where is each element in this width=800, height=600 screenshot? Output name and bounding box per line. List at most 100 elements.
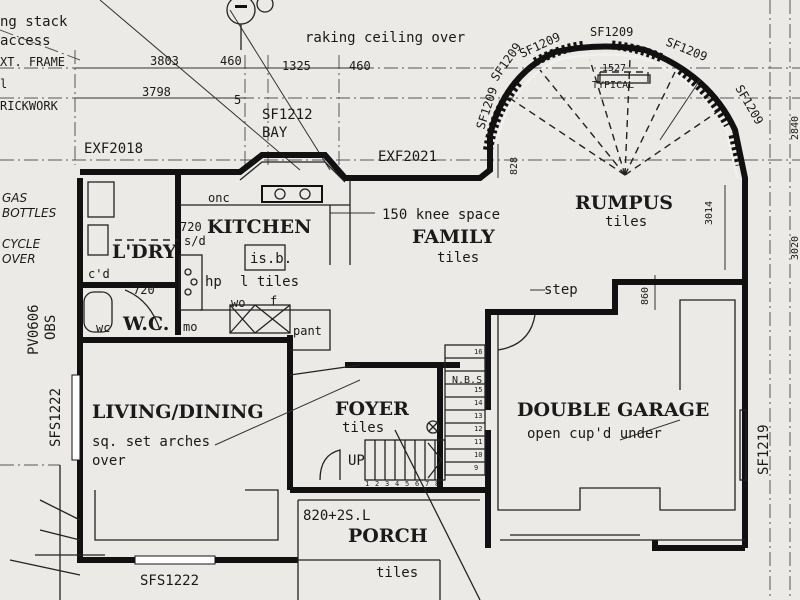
stair-num: 1 xyxy=(365,480,369,488)
handwritten-notes: GAS BOTTLES CYCLE OVER xyxy=(2,191,57,266)
note-brickwork: RICKWORK xyxy=(0,99,59,113)
stair-num: 8 xyxy=(435,480,439,488)
dimension-1325: 1325 xyxy=(282,59,311,73)
stair-num: 7 xyxy=(425,480,429,488)
room-rumpus: RUMPUS xyxy=(575,192,673,214)
stair-num: 14 xyxy=(474,399,482,407)
porch xyxy=(9,465,480,600)
internal-walls xyxy=(80,172,745,493)
family-floor-finish: tiles xyxy=(437,250,479,266)
dimension-860: 860 xyxy=(640,287,651,305)
dimension-460-a: 460 xyxy=(220,54,242,68)
window-sfs1222-bottom: SFS1222 xyxy=(140,573,199,589)
window-sf1209-d: SF1209 xyxy=(590,25,633,39)
room-kitchen: KITCHEN xyxy=(207,216,311,238)
raking-ceiling-lines xyxy=(504,57,721,176)
foyer-floor-finish: tiles xyxy=(342,420,384,436)
living-dining-arches xyxy=(35,364,361,565)
stair-num: 15 xyxy=(474,386,482,394)
dimension-3803: 3803 xyxy=(150,54,179,68)
pantry-label: pant xyxy=(293,324,322,338)
room-porch: PORCH xyxy=(348,525,428,547)
top-left-notes: ng stack access XT. FRAME l RICKWORK xyxy=(0,14,68,113)
porch-floor-finish: tiles xyxy=(376,565,418,581)
leader-lines xyxy=(214,79,701,446)
obs-label: OBS xyxy=(43,315,59,340)
arches-note: sq. set arches xyxy=(92,434,210,450)
step-label: step xyxy=(544,282,578,298)
note-stack: ng stack xyxy=(0,14,68,30)
hand-note-gas: GAS xyxy=(2,191,28,205)
dimension-720: 720 xyxy=(133,283,155,297)
room-living-dining: LIVING/DINING xyxy=(92,401,264,423)
window-exf2021: EXF2021 xyxy=(378,149,437,165)
door-820-label: 820+2S.L xyxy=(303,508,370,524)
garage-note: open cup'd under xyxy=(527,426,662,442)
stair-num: 16 xyxy=(474,348,482,356)
wall-oven-label: wo xyxy=(231,296,245,310)
wc-fixture-label: wc xyxy=(96,321,110,335)
stair-num: 9 xyxy=(474,464,478,472)
dimension-2840: 2840 xyxy=(790,116,800,140)
window-sf1209-f: SF1209 xyxy=(732,83,766,128)
stair-num: 11 xyxy=(474,438,482,446)
knee-space-note: 150 knee space xyxy=(382,207,500,223)
garage-outlines xyxy=(497,299,747,541)
window-pv0606: PV0606 xyxy=(26,304,42,355)
room-wc: W.C. xyxy=(122,313,169,335)
dimension-3014: 3014 xyxy=(704,201,715,225)
nbs-label: N.B.S. xyxy=(452,375,488,386)
note-l: l xyxy=(0,77,7,91)
stairs xyxy=(364,344,486,600)
room-foyer: FOYER xyxy=(335,398,409,420)
stair-num: 4 xyxy=(395,480,399,488)
stair-step-numbers: 1 2 3 4 5 6 7 8 9 10 11 12 13 14 15 16 xyxy=(365,348,482,488)
window-sf1219: SF1219 xyxy=(756,424,772,475)
note-frame: XT. FRAME xyxy=(0,55,65,69)
onc-label: onc xyxy=(208,191,230,205)
stair-num: 10 xyxy=(474,451,482,459)
hand-note-over: OVER xyxy=(2,252,36,266)
kitchen-floor-finish: l tiles xyxy=(240,274,299,290)
north-point-symbol xyxy=(226,0,274,50)
fridge-label: f xyxy=(270,294,277,308)
kitchen-bay-window xyxy=(239,161,346,203)
hotplate-label: hp xyxy=(205,274,222,290)
dimension-1527: 1527 xyxy=(602,63,626,74)
dimension-460-b: 460 xyxy=(349,59,371,73)
window-sf1212: SF1212 xyxy=(262,107,313,123)
stair-num: 2 xyxy=(375,480,379,488)
dimension-828: 828 xyxy=(509,157,520,175)
stair-num: 13 xyxy=(474,412,482,420)
microwave-label: mo xyxy=(183,320,197,334)
window-exf2018: EXF2018 xyxy=(84,141,143,157)
room-double-garage: DOUBLE GARAGE xyxy=(517,399,709,421)
dimension-lines xyxy=(75,67,726,310)
dimension-3798: 3798 xyxy=(142,85,171,99)
sliding-door-label: s/d xyxy=(184,234,206,248)
typical-label: TYPICAL xyxy=(592,80,634,91)
isb-label: is.b. xyxy=(250,251,292,267)
stair-num: 5 xyxy=(405,480,409,488)
stair-num: 3 xyxy=(385,480,389,488)
cupboard-label: c'd xyxy=(88,267,110,281)
note-access: access xyxy=(0,33,51,49)
bay-label: BAY xyxy=(262,125,288,141)
dimension-720-top: 720 xyxy=(180,220,202,234)
dimension-5: 5 xyxy=(234,93,241,107)
kitchen-benches xyxy=(179,180,351,351)
arches-note-over: over xyxy=(92,453,126,469)
rumpus-windows xyxy=(483,40,745,167)
room-family: FAMILY xyxy=(412,226,495,248)
window-sfs1222-side: SFS1222 xyxy=(48,388,64,447)
hand-note-bottles: BOTTLES xyxy=(2,206,57,220)
stair-num: 12 xyxy=(474,425,482,433)
dimension-3020: 3020 xyxy=(790,236,800,260)
stair-num: 6 xyxy=(415,480,419,488)
raking-ceiling-note: raking ceiling over xyxy=(305,30,465,46)
rumpus-floor-finish: tiles xyxy=(605,214,647,230)
laundry-fixtures xyxy=(83,181,178,333)
room-laundry: L'DRY xyxy=(112,241,177,263)
hand-note-cycle: CYCLE xyxy=(2,237,41,251)
